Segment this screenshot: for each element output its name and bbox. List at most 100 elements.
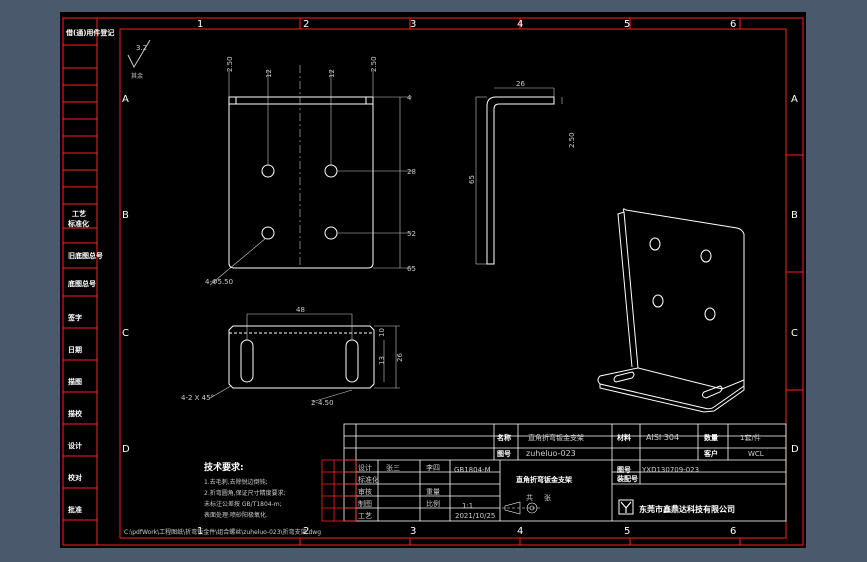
- side-label-trace: 描图: [68, 377, 82, 386]
- tb-date: 2021/10/25: [455, 512, 495, 520]
- dim-side-thick: 2.50: [568, 132, 576, 148]
- dim-side-top: 26: [516, 80, 525, 88]
- col-label-6-bottom: 6: [730, 526, 736, 537]
- tb-dwg-label: 图号: [497, 449, 511, 458]
- column-labels: 1 2 3 4 5 6 1 2 3 4 5 6: [197, 19, 736, 537]
- col-label-3-bottom: 3: [410, 526, 416, 537]
- side-view-dims: [475, 87, 563, 265]
- tech-note-4: 表面处理:喷砂阳极氧化.: [204, 511, 268, 519]
- company-logo-icon: [618, 499, 634, 515]
- side-label-tech: 工艺: [72, 209, 86, 218]
- dim-front-top-left: 2.50: [226, 56, 234, 72]
- revision-block: [321, 459, 357, 522]
- tech-notes-title: 技术要求:: [204, 461, 244, 473]
- dim-front-top-mid-l: 12: [265, 69, 273, 78]
- side-dim-labels: 26 65 2.50: [468, 80, 576, 184]
- tb-company-name: 东莞市鑫鼎达科技有限公司: [639, 504, 735, 514]
- side-view: [486, 96, 555, 265]
- roughness-value: 3.2: [136, 44, 147, 52]
- side-column: [63, 18, 98, 545]
- roughness-symbol: [127, 39, 151, 69]
- col-label-1: 1: [197, 19, 203, 30]
- row-label-c-right: C: [791, 328, 798, 339]
- tb-sign-name-1: 张三: [386, 463, 400, 472]
- file-path-label: C:\pdfWork\工程图纸\折弯钣金件\组合螺丝\zuheluo-023\折…: [124, 528, 321, 536]
- projection-symbol-icon: [502, 501, 542, 515]
- tb-material-label: 材料: [616, 433, 631, 442]
- col-label-6: 6: [730, 19, 736, 30]
- dim-bottom-chamfer: 4-2 X 45°: [181, 394, 214, 402]
- tb-code-label: 图号: [617, 465, 631, 474]
- dim-front-65: 65: [407, 265, 416, 273]
- tb-part-name: 直角折弯钣金支架: [528, 433, 584, 442]
- tech-note-2: 2.折弯圆角,保证尺寸精度要求;: [204, 489, 286, 497]
- dim-bottom-r1: 10: [378, 328, 386, 337]
- outer-frame: [62, 17, 804, 546]
- side-label-old-base: 旧底图总号: [68, 251, 103, 260]
- tech-note-1: 1.去毛刺,去除锐边倒钝;: [204, 478, 268, 486]
- drawing-sheet: [60, 12, 806, 548]
- row-label-d: D: [122, 444, 130, 455]
- tb-row-draft: 制图: [358, 499, 372, 508]
- side-label-check: 描校: [68, 409, 83, 418]
- tech-note-3: 未标注公差按 GB/T1804-m;: [204, 500, 282, 508]
- dim-side-height: 65: [468, 175, 476, 184]
- dim-front-28: 28: [407, 168, 416, 176]
- row-labels: A B C D A B C D: [122, 94, 799, 455]
- side-label-proof: 校对: [68, 473, 82, 482]
- side-label-base: 底图总号: [68, 279, 96, 288]
- side-label-sign: 签字: [67, 313, 82, 322]
- tb-standard: GB1804-M: [454, 466, 491, 474]
- col-label-2: 2: [303, 19, 309, 30]
- tb-row-process: 工艺: [358, 512, 372, 520]
- dim-bottom-r3: 26: [396, 353, 404, 362]
- tb-row-design: 设计: [358, 463, 372, 472]
- bottom-view-dims: [209, 313, 400, 403]
- tb-row-standard: 标准化: [358, 475, 379, 484]
- dim-front-4: 4: [407, 94, 412, 102]
- tb-sheet-b: 张: [544, 493, 551, 502]
- row-label-b-right: B: [791, 210, 798, 221]
- col-label-1-bottom: 1: [197, 526, 203, 537]
- dim-bottom-slots: 2-4.50: [311, 399, 334, 407]
- row-label-b: B: [122, 210, 129, 221]
- side-label-design: 设计: [68, 441, 82, 450]
- roughness-note: 其余: [131, 72, 143, 80]
- bottom-dim-labels: 48 4-2 X 45° 2-4.50 10 13 26: [181, 306, 404, 407]
- tb-title: 直角折弯钣金支架: [516, 475, 572, 484]
- side-label-std: 标准化: [67, 219, 89, 228]
- side-label-date: 日期: [68, 345, 82, 354]
- dim-bottom-width: 48: [296, 306, 305, 314]
- isometric-view: [597, 208, 745, 413]
- title-block-text: 名称 直角折弯钣金支架 图号 zuheluo-023 材料 AISI 304 数…: [358, 433, 764, 520]
- tb-customer-label: 客户: [703, 449, 718, 458]
- front-view: [228, 96, 374, 269]
- tb-code: YXD130709-023: [641, 466, 699, 474]
- col-label-3: 3: [410, 19, 416, 30]
- col-label-4-bottom: 4: [517, 526, 523, 537]
- col-label-5: 5: [624, 19, 630, 30]
- tech-notes: 技术要求: 1.去毛刺,去除锐边倒钝; 2.折弯圆角,保证尺寸精度要求; 未标注…: [204, 461, 286, 519]
- grid-ticks: [299, 18, 803, 545]
- tb-weight-label: 重量: [426, 488, 440, 496]
- tb-scale: 1:1: [462, 502, 473, 510]
- tb-customer: WCL: [748, 450, 764, 458]
- row-label-c: C: [122, 328, 129, 339]
- dim-front-top-mid-r: 12: [328, 69, 336, 78]
- tb-material: AISI 304: [646, 433, 679, 442]
- col-label-2-bottom: 2: [303, 526, 309, 537]
- row-label-a-right: A: [791, 94, 798, 105]
- tb-row-review: 审核: [358, 487, 372, 496]
- col-label-5-bottom: 5: [624, 526, 630, 537]
- dim-bottom-r2: 13: [378, 356, 386, 365]
- side-label-approve: 批准: [68, 505, 82, 514]
- col-label-4: 4: [517, 19, 523, 30]
- tb-sheet-a: 共: [526, 493, 533, 502]
- inner-frame: [119, 28, 787, 539]
- dim-front-holes: 4-Φ5.50: [205, 278, 233, 286]
- dim-front-52: 52: [407, 230, 416, 238]
- tb-qty-label: 数量: [704, 433, 718, 442]
- row-label-a: A: [122, 94, 129, 105]
- tb-ratio-label: 比例: [426, 499, 440, 508]
